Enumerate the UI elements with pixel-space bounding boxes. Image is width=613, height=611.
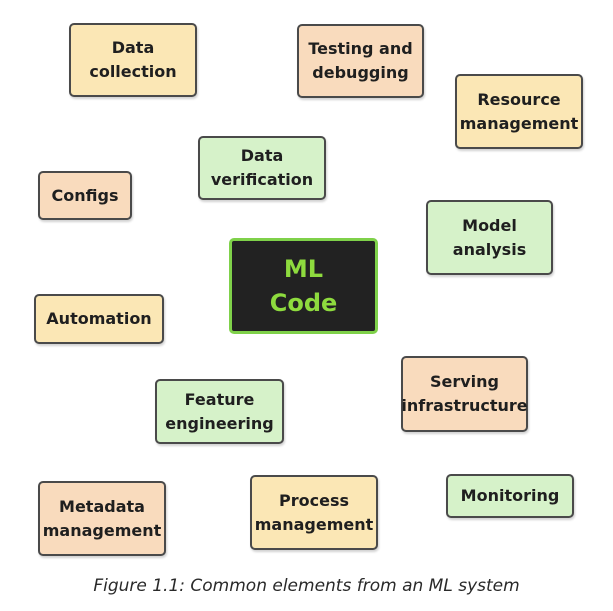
resource-management-box: Resource management: [455, 74, 583, 149]
model-analysis-box: Model analysis: [426, 200, 553, 275]
testing-debugging-box: Testing and debugging: [297, 24, 424, 98]
data-collection-box: Data collection: [69, 23, 197, 97]
figure-caption: Figure 1.1: Common elements from an ML s…: [93, 576, 520, 596]
monitoring-box: Monitoring: [446, 474, 574, 518]
feature-engineering-box: Feature engineering: [155, 379, 284, 444]
data-verification-box: Data verification: [198, 136, 326, 200]
metadata-management-box: Metadata management: [38, 481, 166, 556]
process-management-box: Process management: [250, 475, 378, 550]
configs-box: Configs: [38, 171, 132, 220]
serving-infrastructure-box: Serving infrastructure: [401, 356, 528, 432]
automation-box: Automation: [34, 294, 164, 344]
ml-code-core-box: ML Code: [229, 238, 378, 334]
